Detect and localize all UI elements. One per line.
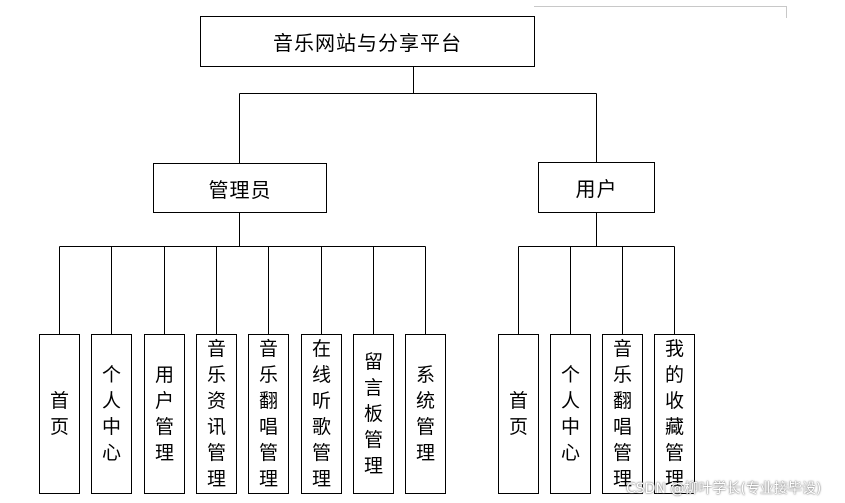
leaf-label: 首页	[49, 390, 69, 438]
leaf-label: 音乐资讯管理	[206, 338, 226, 490]
leaf-node-user-profile: 个人中心	[550, 334, 591, 494]
leaf-label: 音乐翻唱管理	[258, 338, 278, 490]
leaf-node-user-favorites: 我的收藏管理	[654, 334, 695, 494]
leaf-label: 个人中心	[560, 364, 580, 464]
leaf-node-admin-user-mgmt: 用户管理	[144, 334, 185, 494]
branch-label-admin: 管理员	[208, 177, 272, 202]
branch-node-user: 用户	[538, 162, 655, 213]
leaf-label: 在线听歌管理	[311, 338, 331, 490]
leaf-label: 系统管理	[415, 364, 435, 464]
leaf-node-admin-message-board: 留言板管理	[353, 334, 394, 494]
page-edge-marker	[534, 6, 787, 18]
root-node: 音乐网站与分享平台	[200, 16, 535, 67]
leaf-label: 音乐翻唱管理	[612, 338, 632, 490]
leaf-node-user-music-cover: 音乐翻唱管理	[602, 334, 643, 494]
root-label: 音乐网站与分享平台	[273, 31, 462, 55]
leaf-node-admin-system: 系统管理	[405, 334, 446, 494]
branch-node-admin: 管理员	[153, 163, 327, 213]
leaf-node-admin-online-listen: 在线听歌管理	[301, 334, 342, 494]
leaf-node-admin-music-news: 音乐资讯管理	[196, 334, 237, 494]
leaf-label: 留言板管理	[363, 351, 383, 477]
leaf-label: 个人中心	[101, 364, 121, 464]
leaf-node-admin-home: 首页	[39, 334, 80, 494]
branch-label-user: 用户	[575, 177, 618, 201]
watermark-text: CSDN @柳叶学长(专业接毕设)	[626, 481, 822, 497]
leaf-label: 首页	[508, 390, 528, 438]
leaf-label: 我的收藏管理	[664, 338, 684, 490]
leaf-node-user-home: 首页	[498, 334, 539, 494]
leaf-node-admin-music-cover: 音乐翻唱管理	[248, 334, 289, 494]
leaf-node-admin-profile: 个人中心	[91, 334, 132, 494]
leaf-label: 用户管理	[154, 364, 174, 464]
